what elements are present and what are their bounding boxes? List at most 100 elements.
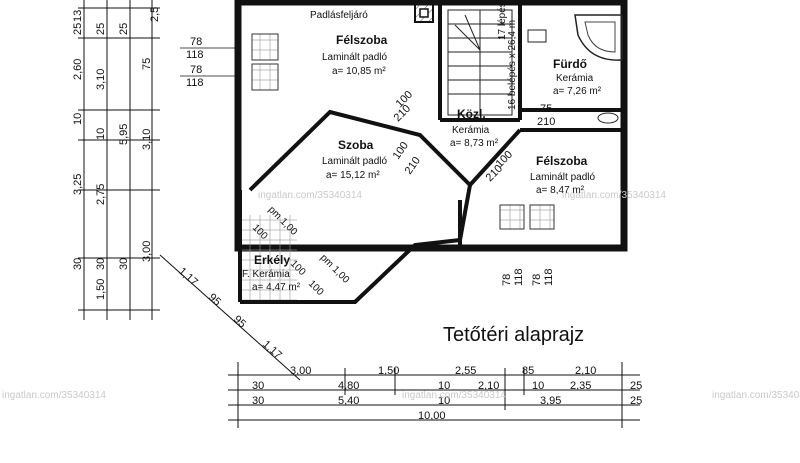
svg-text:10: 10: [95, 128, 107, 140]
bottom-dimension-labels: 3,00 1,50 2,55 85 2,10 30 4,80 10 2,10 1…: [252, 365, 642, 422]
svg-text:Kerámia: Kerámia: [556, 73, 594, 84]
svg-text:25: 25: [630, 395, 642, 407]
room-kozl: Közl. Kerámia a= 8,73 m²: [450, 107, 499, 149]
svg-text:95: 95: [231, 313, 248, 330]
svg-text:10: 10: [438, 380, 450, 392]
svg-text:25: 25: [630, 380, 642, 392]
svg-text:Közl.: Közl.: [457, 107, 486, 121]
svg-text:3,10: 3,10: [95, 69, 107, 90]
svg-text:100: 100: [306, 278, 326, 298]
svg-text:3,00: 3,00: [290, 365, 311, 377]
svg-text:95: 95: [206, 291, 223, 308]
svg-text:10: 10: [438, 395, 450, 407]
svg-text:30: 30: [252, 380, 264, 392]
svg-text:1,50: 1,50: [378, 365, 399, 377]
balcony-area: [242, 215, 297, 300]
svg-text:25: 25: [118, 23, 130, 35]
room-furdo: Fürdő Kerámia a= 7,26 m²: [553, 57, 602, 97]
svg-text:118: 118: [186, 49, 204, 61]
svg-text:2,75: 2,75: [95, 184, 107, 205]
svg-text:210: 210: [537, 116, 555, 128]
svg-text:210: 210: [403, 155, 423, 177]
svg-text:118: 118: [513, 268, 525, 286]
svg-text:118: 118: [186, 77, 204, 89]
svg-text:Laminált padló: Laminált padló: [322, 156, 387, 167]
svg-text:1,17: 1,17: [176, 265, 200, 288]
svg-text:Kerámia: Kerámia: [452, 125, 490, 136]
left-dimension-lines: [78, 0, 160, 320]
svg-text:13: 13: [72, 10, 84, 22]
svg-text:3,10: 3,10: [141, 129, 153, 150]
svg-text:78: 78: [190, 36, 202, 48]
skylight-top: [251, 33, 279, 91]
svg-text:78: 78: [501, 274, 513, 286]
svg-text:a= 15,12 m²: a= 15,12 m²: [326, 170, 380, 181]
svg-text:Szoba: Szoba: [338, 138, 374, 152]
svg-text:85: 85: [522, 365, 534, 377]
watermarks: ingatlan.com/35340314 ingatlan.com/35340…: [2, 190, 800, 401]
room-szoba: Szoba Laminált padló a= 15,12 m²: [322, 138, 387, 181]
svg-text:5,95: 5,95: [118, 124, 130, 145]
svg-text:30: 30: [118, 258, 130, 270]
toilet-icon: [597, 112, 619, 124]
svg-text:ingatlan.com/35340314: ingatlan.com/35340314: [2, 390, 106, 401]
room-erkely: Erkély F. Kerámia a= 4,47 m²: [242, 253, 301, 293]
svg-text:2,10: 2,10: [575, 365, 596, 377]
svg-text:F. Kerámia: F. Kerámia: [242, 269, 290, 280]
svg-text:a= 10,85 m²: a= 10,85 m²: [332, 66, 386, 77]
svg-text:30: 30: [95, 258, 107, 270]
svg-text:30: 30: [252, 395, 264, 407]
svg-text:5,40: 5,40: [338, 395, 359, 407]
svg-text:78: 78: [531, 274, 543, 286]
svg-text:2,10: 2,10: [478, 380, 499, 392]
skylight-bottom: [499, 204, 555, 230]
interior-walls: [238, 4, 622, 304]
svg-text:a= 8,73 m²: a= 8,73 m²: [450, 138, 499, 149]
svg-text:30: 30: [72, 258, 84, 270]
svg-text:Laminált padló: Laminált padló: [322, 52, 387, 63]
corner-bathtub-icon: [574, 14, 623, 61]
svg-text:pm 1,00: pm 1,00: [318, 252, 352, 286]
svg-text:10,00: 10,00: [418, 410, 446, 422]
plan-title: Tetőtéri alaprajz: [443, 324, 584, 346]
room-felszoba-2: Félszoba Laminált padló a= 8,47 m²: [530, 154, 595, 196]
svg-text:25: 25: [72, 23, 84, 35]
stairs-label-1: 17 lépés x 17,6 m: [497, 0, 508, 40]
svg-text:10: 10: [72, 113, 84, 125]
svg-text:3,25: 3,25: [72, 174, 84, 195]
svg-text:210: 210: [392, 103, 413, 124]
svg-text:3,95: 3,95: [540, 395, 561, 407]
svg-text:a= 7,26 m²: a= 7,26 m²: [553, 86, 602, 97]
svg-text:a= 8,47 m²: a= 8,47 m²: [536, 185, 585, 196]
svg-text:Erkély: Erkély: [254, 253, 290, 267]
svg-text:4,80: 4,80: [338, 380, 359, 392]
attic-access-label: Padlásfeljáró: [310, 10, 368, 21]
svg-text:ingatlan.com/35340314: ingatlan.com/35340314: [402, 390, 506, 401]
svg-text:2,55: 2,55: [455, 365, 476, 377]
svg-text:ingatlan.com/35340314: ingatlan.com/35340314: [712, 390, 800, 401]
room-felszoba-1: Padlásfeljáró Félszoba Laminált padló a=…: [310, 10, 388, 77]
left-dimension-labels: 13 25 2,60 10 3,25 30 25 3,10 10 2,75 30…: [72, 7, 161, 300]
svg-text:25: 25: [95, 23, 107, 35]
bottom-dimension-lines: [228, 362, 640, 428]
svg-text:75: 75: [141, 58, 153, 70]
svg-text:Fürdő: Fürdő: [553, 57, 587, 71]
svg-text:75: 75: [540, 103, 552, 115]
svg-text:100: 100: [391, 140, 411, 162]
stairs-label-2: 16 belépés x 26,4 m: [507, 20, 518, 110]
svg-text:10: 10: [532, 380, 544, 392]
svg-text:2,60: 2,60: [72, 59, 84, 80]
svg-text:ingatlan.com/35340314: ingatlan.com/35340314: [562, 190, 666, 201]
svg-text:3,00: 3,00: [141, 241, 153, 262]
svg-text:2,5: 2,5: [149, 7, 161, 22]
svg-text:118: 118: [543, 268, 555, 286]
svg-text:ingatlan.com/35340314: ingatlan.com/35340314: [258, 190, 362, 201]
svg-text:a= 4,47 m²: a= 4,47 m²: [252, 282, 301, 293]
svg-text:1,17: 1,17: [260, 338, 284, 361]
svg-text:1,50: 1,50: [95, 279, 107, 300]
sink-icon: [527, 29, 547, 43]
svg-text:Laminált padló: Laminált padló: [530, 172, 595, 183]
staircase: [447, 9, 513, 116]
svg-text:2,35: 2,35: [570, 380, 591, 392]
